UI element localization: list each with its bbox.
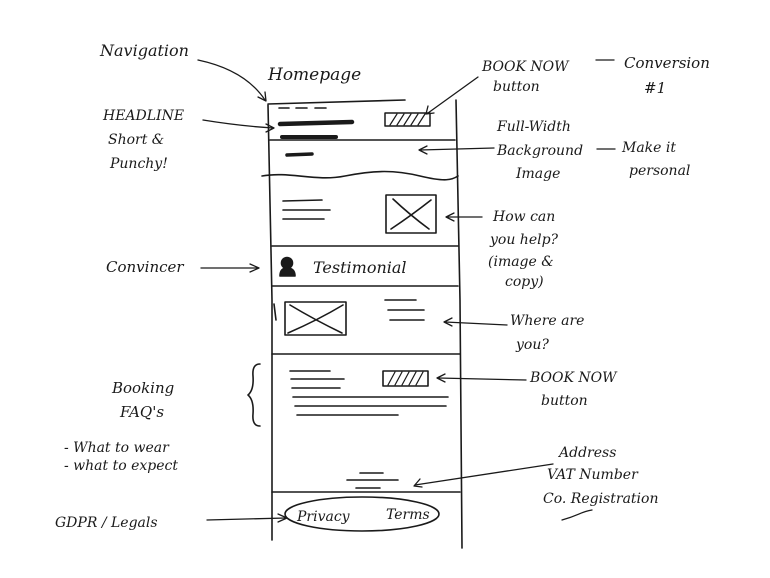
- help-label-1: How can: [492, 209, 555, 225]
- book-now-bottom-label-1: BOOK NOW: [529, 370, 618, 386]
- book-now-bottom-label-2: button: [541, 393, 588, 409]
- arrows: [197, 59, 616, 523]
- booking-copy-lines: [289, 370, 449, 416]
- booking-brace: [247, 363, 261, 427]
- book-now-top-label-1: BOOK NOW: [481, 59, 570, 75]
- make-personal-label-1: Make it: [621, 140, 676, 156]
- navigation-label: Navigation: [99, 41, 189, 60]
- phone-top-edge: [267, 99, 406, 105]
- phone-outline-right: [455, 99, 463, 549]
- help-label-3: (image &: [488, 254, 554, 270]
- conversion-label-1: Conversion: [624, 54, 710, 72]
- headline-bar-3: [285, 152, 314, 157]
- privacy-link: Privacy: [296, 509, 351, 525]
- headline-label-3: Punchy!: [109, 156, 168, 172]
- hero-wavy-edge: [261, 170, 459, 181]
- conversion-label-2: #1: [644, 79, 666, 97]
- terms-link: Terms: [386, 507, 430, 523]
- address-label-3: Co. Registration: [543, 491, 658, 507]
- legals-oval: [284, 496, 440, 532]
- where-label-2: you?: [515, 337, 549, 353]
- address-label-2: VAT Number: [547, 467, 639, 483]
- book-now-top-label-2: button: [493, 79, 540, 95]
- book-now-button-top: [384, 112, 431, 127]
- help-copy-lines: [282, 199, 331, 220]
- booking-faqs-label-1: Booking: [111, 379, 174, 397]
- phone-outline: [267, 104, 273, 541]
- help-image-placeholder: [385, 194, 437, 234]
- address-label-1: Address: [557, 445, 616, 461]
- booking-faqs-label-4: - what to expect: [64, 458, 178, 474]
- headline-label-1: HEADLINE: [102, 108, 184, 124]
- where-left-mark: [273, 303, 277, 321]
- booking-faqs-label-2: FAQ's: [119, 403, 164, 421]
- make-personal-label-2: personal: [629, 163, 690, 179]
- homepage-title: Homepage: [267, 65, 361, 85]
- book-now-button-bottom: [382, 370, 429, 387]
- where-image-placeholder: [284, 301, 347, 336]
- background-label-1: Full-Width: [496, 119, 571, 135]
- headline-label-2: Short &: [108, 132, 164, 148]
- help-label-4: copy): [505, 274, 544, 290]
- where-label-1: Where are: [510, 313, 584, 329]
- testimonial-label: Testimonial: [313, 258, 407, 277]
- help-label-2: you help?: [489, 232, 559, 248]
- gdpr-label: GDPR / Legals: [55, 515, 158, 531]
- booking-faqs-label-3: - What to wear: [64, 440, 170, 456]
- headline-bar-1: [277, 119, 355, 127]
- background-label-2: Background: [496, 143, 583, 159]
- where-copy-lines: [384, 299, 425, 321]
- footer-address-lines: [346, 472, 399, 489]
- background-label-3: Image: [515, 166, 560, 182]
- convincer-label: Convincer: [106, 258, 184, 276]
- testimonial-avatar: [279, 256, 296, 277]
